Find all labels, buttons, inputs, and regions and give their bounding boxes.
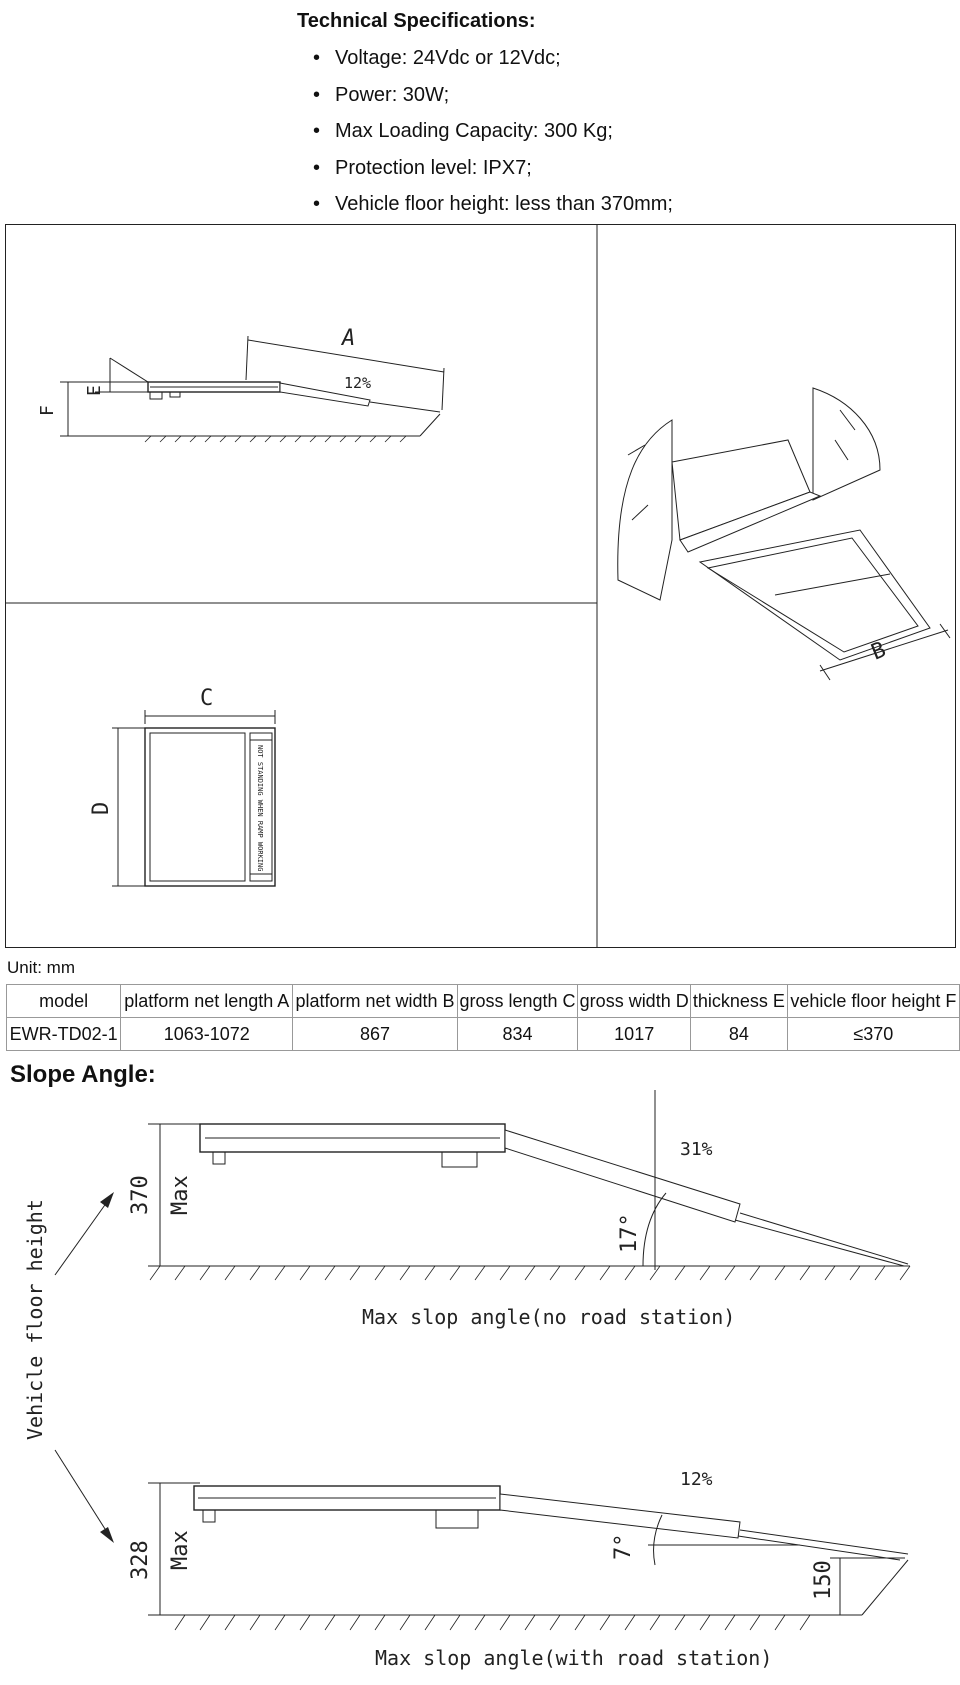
table-cell: EWR-TD02-1: [5, 1017, 122, 1051]
slope-diagram-top: [148, 1090, 911, 1281]
platform-warning-text: NOT STANDING WHEN RAMP WORKING: [256, 745, 264, 871]
vehicle-height-bracket: [54, 1194, 113, 1541]
table-cell: ≤370: [786, 1017, 960, 1051]
dim-label-e: E: [84, 385, 105, 396]
dim-label-d: D: [89, 802, 114, 815]
spec-item: Max Loading Capacity: 300 Kg;: [313, 113, 673, 150]
bottom-caption: Max slop angle(with road station): [375, 1646, 772, 1670]
bottom-percent-label: 12%: [680, 1469, 713, 1490]
table-header-cell: platform net length A: [120, 984, 294, 1018]
table-cell: 867: [292, 1017, 458, 1051]
table-cell: 1017: [577, 1017, 692, 1051]
spec-title: Technical Specifications:: [297, 10, 536, 32]
bottom-station-height: 150: [811, 1560, 836, 1600]
arrow-up-icon: [100, 1192, 114, 1208]
table-cell: 834: [456, 1017, 579, 1051]
table-header-cell: model: [5, 984, 122, 1018]
table-header-cell: platform net width B: [292, 984, 458, 1018]
spec-item: Protection level: IPX7;: [313, 150, 673, 187]
top-max-label: Max: [168, 1175, 193, 1215]
bottom-max-label: Max: [168, 1530, 193, 1570]
table-header-cell: gross width D: [577, 984, 692, 1018]
top-caption: Max slop angle(no road station): [362, 1305, 735, 1329]
top-angle-label: 17°: [617, 1213, 642, 1253]
spec-item: Power: 30W;: [313, 77, 673, 114]
bottom-height-value: 328: [128, 1540, 153, 1580]
top-percent-label: 31%: [680, 1139, 713, 1160]
top-view-drawing: [112, 710, 276, 887]
table-header-cell: thickness E: [690, 984, 788, 1018]
isometric-view-drawing: [617, 387, 951, 681]
slope-percent-label: 12%: [344, 374, 371, 392]
table-header-row: model platform net length A platform net…: [5, 984, 960, 1018]
slope-angle-title: Slope Angle:: [10, 1061, 156, 1088]
unit-label: Unit: mm: [7, 958, 75, 977]
side-view-drawing: [60, 335, 445, 443]
table-header-cell: vehicle floor height F: [786, 984, 960, 1018]
vehicle-floor-height-label: Vehicle floor height: [23, 1199, 47, 1440]
arrow-down-icon: [100, 1527, 114, 1543]
slope-diagram-bottom: [148, 1482, 909, 1631]
spec-item: Voltage: 24Vdc or 12Vdc;: [313, 40, 673, 77]
dim-label-c: C: [200, 686, 213, 711]
top-height-value: 370: [128, 1175, 153, 1215]
technical-drawing-panel: [5, 224, 956, 948]
dimensions-table: model platform net length A platform net…: [5, 984, 960, 1051]
table-cell: 84: [690, 1017, 788, 1051]
table-row: EWR-TD02-1 1063-1072 867 834 1017 84 ≤37…: [5, 1017, 960, 1051]
table-header-cell: gross length C: [456, 984, 579, 1018]
bottom-angle-label: 7°: [611, 1534, 636, 1561]
spec-list: Voltage: 24Vdc or 12Vdc; Power: 30W; Max…: [313, 40, 673, 223]
dim-label-a: A: [340, 326, 355, 351]
spec-item: Vehicle floor height: less than 370mm;: [313, 186, 673, 223]
table-cell: 1063-1072: [120, 1017, 294, 1051]
dim-label-f: F: [37, 405, 58, 416]
